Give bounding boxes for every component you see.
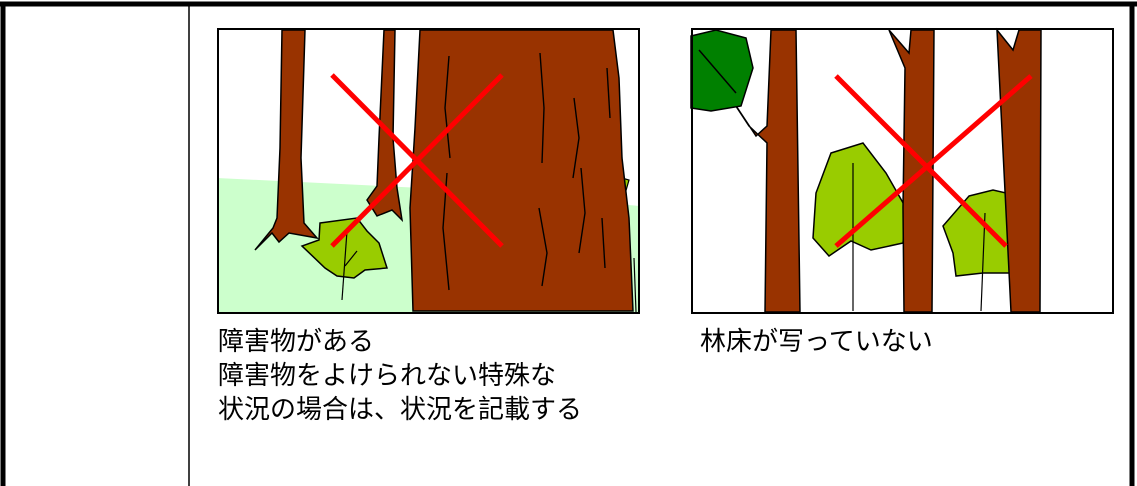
bark-line [606,67,611,119]
illustration-border [217,28,640,314]
shrub-stem [341,230,348,301]
caption-line: 障害物をよけられない特殊な [218,361,557,391]
obstacle-trunk [409,29,634,312]
cross-mark-stroke [330,73,504,248]
caption-line: 状況の場合は、状況を記載する [218,395,583,425]
no-forest-floor-illustration [690,27,1114,314]
canopy-branch [698,49,737,94]
tree-canopy [690,29,754,112]
shrub-right-stem [980,212,986,312]
bark-line [601,217,606,269]
leaning-tree-trunk [698,29,801,313]
caption-line: 林床が写っていない [700,327,933,357]
shrub-branch [344,250,358,267]
bark-line [539,52,545,164]
illustration-border [691,28,1114,314]
tree-trunk-left [254,29,319,251]
illustration-background [691,28,1114,314]
cross-mark-stroke [834,74,1008,248]
obstacle-illustration [217,28,640,314]
cross-mark-stroke [834,74,1033,248]
right-edge-stem [633,257,637,313]
right-caption: 林床が写っていない [700,325,933,359]
shrub [300,217,388,279]
bark-line [578,167,586,254]
shrub-left [812,142,907,257]
bark-line [572,97,580,179]
left-caption: 障害物がある 障害物をよけられない特殊な 状況の場合は、状況を記載する [218,325,582,427]
bark-line [538,207,548,287]
bark-line [444,55,451,159]
caption-line: 障害物がある [218,327,375,357]
